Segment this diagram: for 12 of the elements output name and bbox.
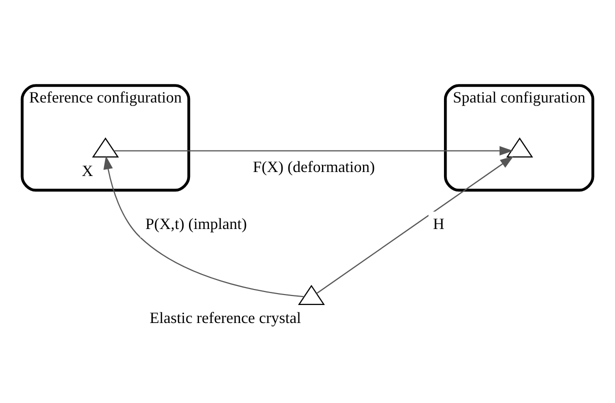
node-label: X bbox=[82, 162, 94, 180]
edge-label: P(X,t) (implant) bbox=[145, 216, 247, 233]
node-picture bbox=[298, 284, 325, 304]
node-picture bbox=[92, 136, 119, 158]
arrow bbox=[114, 146, 514, 156]
node-picture bbox=[506, 136, 534, 158]
cluster: Spatial configuration bbox=[444, 84, 594, 192]
arrow bbox=[103, 155, 304, 297]
edge-label: F(X) (deformation) bbox=[252, 158, 375, 176]
edge-label: H bbox=[433, 216, 444, 233]
node-label: Elastic reference crystal bbox=[150, 310, 301, 327]
arrow bbox=[316, 156, 514, 294]
